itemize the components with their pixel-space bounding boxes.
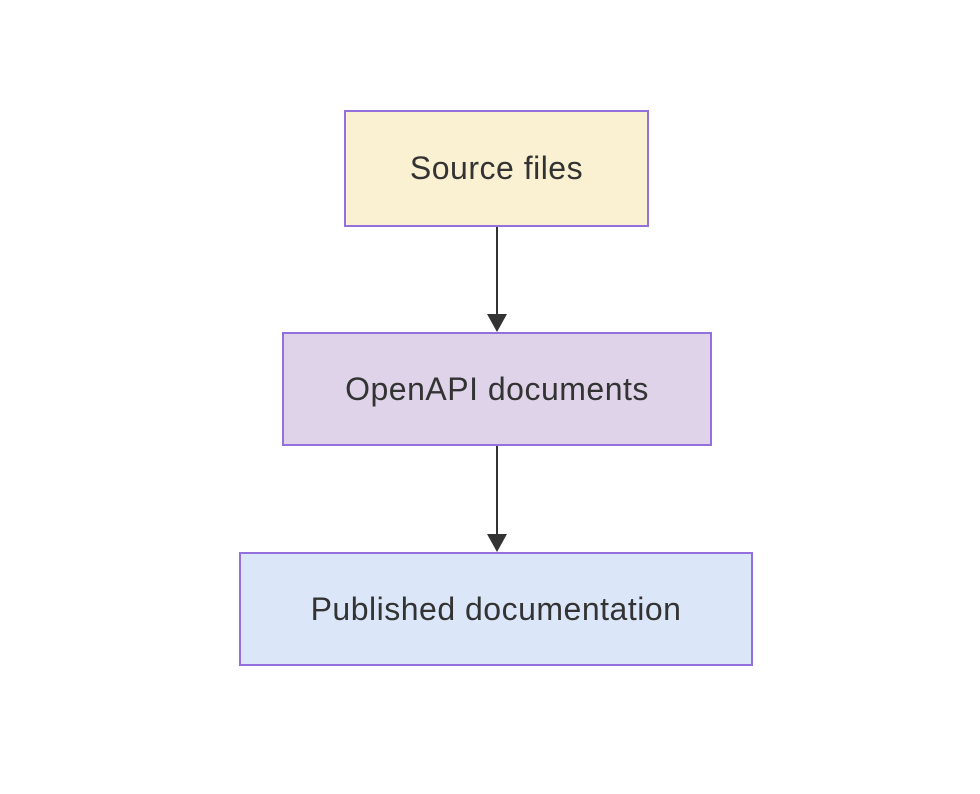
arrow-down-icon [487, 446, 507, 552]
arrow-down-icon [487, 227, 507, 332]
node-published-documentation-label: Published documentation [310, 590, 682, 627]
node-openapi-documents-label: OpenAPI documents [345, 370, 649, 407]
edge-source-to-openapi [485, 227, 509, 332]
node-openapi-documents: OpenAPI documents [282, 332, 712, 446]
node-published-documentation: Published documentation [239, 552, 753, 666]
node-source-files: Source files [344, 110, 649, 227]
edge-openapi-to-published [485, 446, 509, 552]
node-source-files-label: Source files [409, 150, 584, 186]
